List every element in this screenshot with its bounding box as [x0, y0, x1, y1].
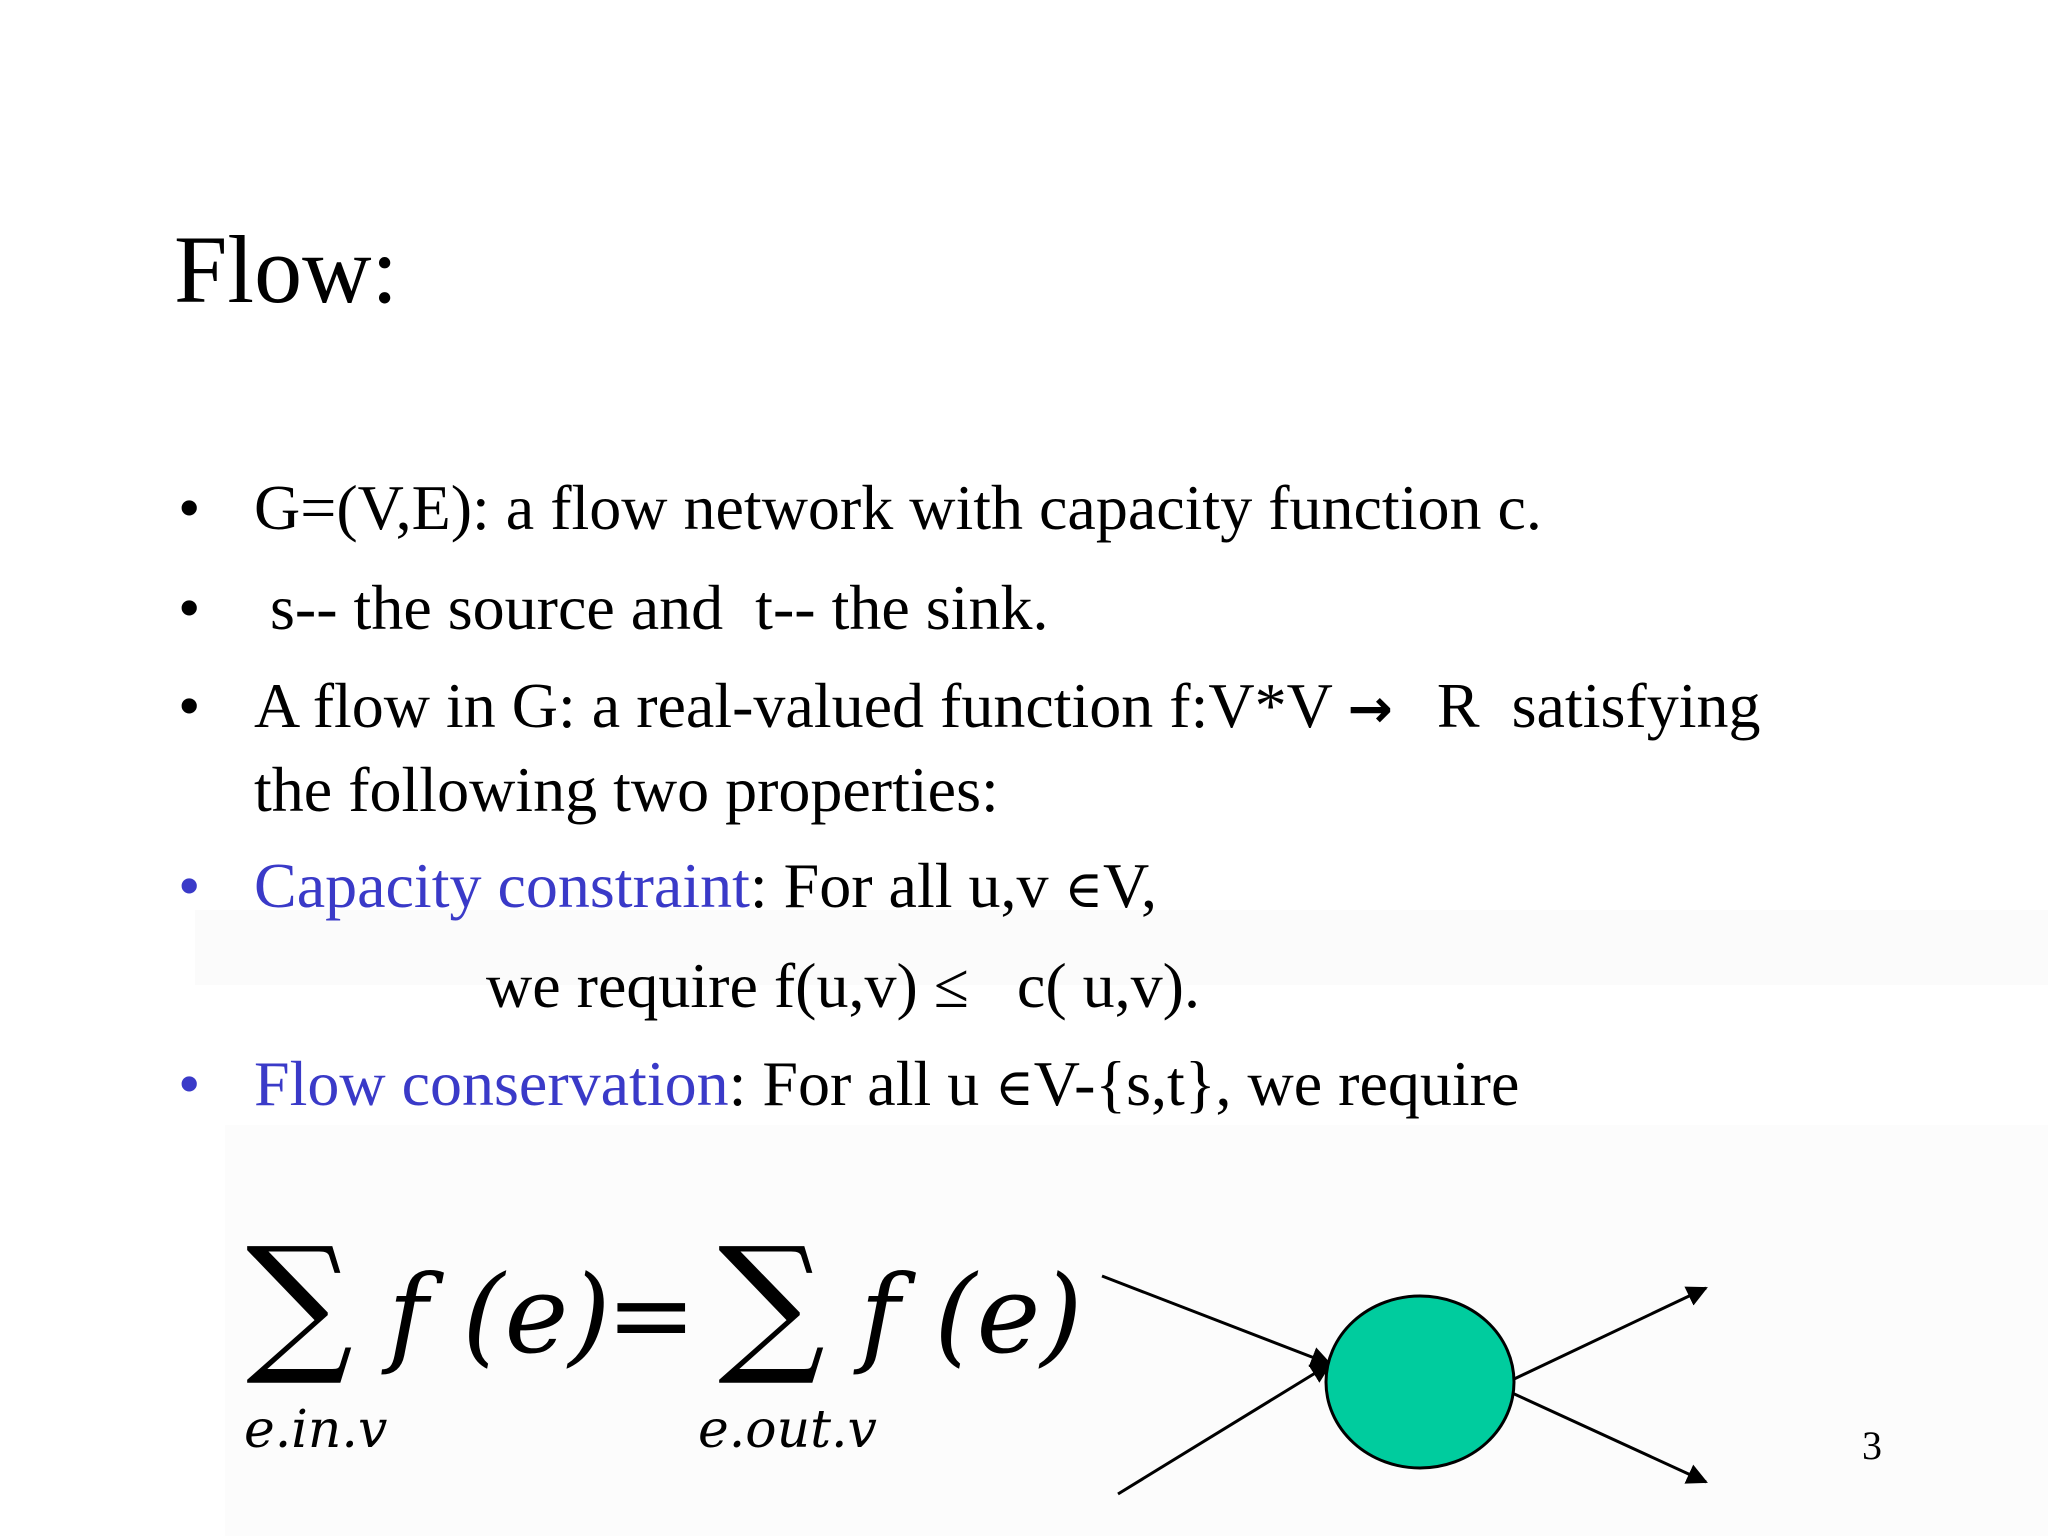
- sum-subscript-out: e.out.v: [698, 1400, 877, 1460]
- bullet-dot: •: [178, 572, 201, 643]
- sum-subscript-in: e.in.v: [244, 1400, 388, 1460]
- page-number: 3: [1862, 1423, 1882, 1468]
- background-shade: [225, 1125, 2048, 1536]
- bullet-text-part: V,: [1103, 850, 1157, 921]
- bullet-text: s-- the source and t-- the sink.: [254, 572, 1049, 643]
- highlight-term: Capacity constraint: [254, 850, 750, 921]
- incoming-edge-arrow: [1101, 1274, 1332, 1367]
- bullet-dot: •: [178, 472, 201, 543]
- arrow-right-icon: →: [1347, 677, 1393, 740]
- equals-sign: =: [606, 1253, 697, 1378]
- highlight-term: Flow conservation: [254, 1048, 729, 1119]
- sum-symbol: ∑: [718, 1216, 826, 1390]
- bullet-text: Flow conservation: For all u ∈V-{s,t}, w…: [254, 1052, 1519, 1116]
- outgoing-edge-arrow: [1511, 1286, 1708, 1382]
- bullet-text-part: R satisfying: [1436, 670, 1761, 741]
- bullet-dot: •: [178, 850, 201, 921]
- slide-title: Flow:: [174, 216, 399, 323]
- bullet-text-part: V-{s,t}, we require: [1033, 1048, 1520, 1119]
- sum-symbol: ∑: [246, 1216, 354, 1390]
- bullet-continuation: the following two properties:: [254, 754, 999, 825]
- outgoing-edge-arrow: [1509, 1390, 1708, 1484]
- bullet-dot: •: [178, 1048, 201, 1119]
- bullet-text: Capacity constraint: For all u,v ∈V,: [254, 854, 1157, 918]
- bullet-text-part: A flow in G: a real-valued function f:V*…: [254, 670, 1332, 741]
- formula-term: f (e): [860, 1253, 1083, 1378]
- circle-node-icon: [1324, 1294, 1516, 1470]
- background-shade: [195, 910, 2048, 985]
- bullet-text: A flow in G: a real-valued function f:V*…: [254, 674, 1760, 738]
- bullet-text-part: : For all u: [728, 1048, 996, 1119]
- element-of-symbol: ∈: [1064, 862, 1104, 919]
- capacity-requirement: we require f(u,v) ≤ c( u,v).: [486, 950, 1200, 1021]
- bullet-dot: •: [178, 670, 201, 741]
- bullet-text: G=(V,E): a flow network with capacity fu…: [254, 472, 1542, 543]
- formula-term: f (e): [388, 1253, 611, 1378]
- incoming-edge-arrow: [1117, 1362, 1332, 1496]
- bullet-text-part: : For all u,v: [749, 850, 1065, 921]
- element-of-symbol: ∈: [995, 1060, 1034, 1117]
